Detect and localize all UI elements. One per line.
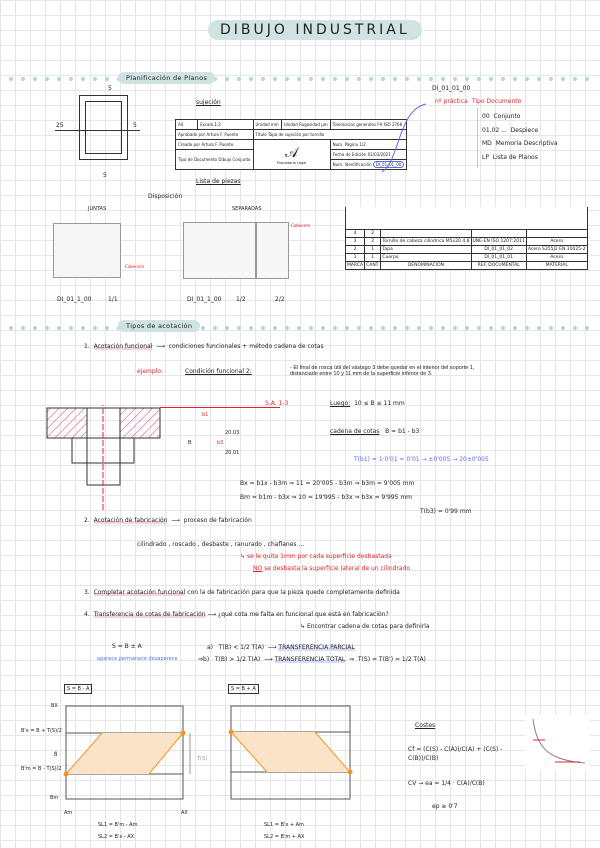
- tolerance-diagrams: [63, 705, 353, 800]
- axis-label: Am: [64, 810, 73, 816]
- axis-label: Bm: [50, 795, 59, 801]
- section-divider: [5, 77, 595, 81]
- juntas-label: JUNTAS: [88, 206, 107, 212]
- dim-right: 5: [133, 122, 137, 129]
- dim-left: 25: [56, 122, 64, 129]
- dim-bottom: 5: [103, 172, 107, 179]
- sheet-code: DI_01_1_00: [187, 296, 222, 303]
- thumbnail-juntas: [53, 223, 121, 278]
- frame-diagram: [79, 95, 128, 160]
- axis-label: B'm = B - T(S)/2: [21, 766, 62, 772]
- sa-line: [160, 407, 280, 408]
- ep-formula: ep ≥ 0'7: [432, 803, 458, 810]
- cf-formula: Cf = (C(S) - C(A))/C(A) + (C(S) - C(B))/…: [408, 746, 503, 762]
- sa-label: S.A. 1-3: [265, 400, 289, 407]
- sl-eq: SL2 = B'x - AX: [98, 834, 135, 840]
- note-2: NO se desbasta la superficie lateral de …: [253, 565, 411, 572]
- dim-line: [55, 130, 140, 131]
- formula-case-b: ⇒b) T(B) > 1/2 T(A) ⟶ TRANSFERENCIA TOTA…: [198, 656, 426, 663]
- cadena-eq: B = b1 - b3: [385, 428, 420, 435]
- sheet-page: 2/2: [275, 296, 285, 303]
- assembly-drawing: [46, 405, 161, 510]
- doc-types-list: 00 Conjunto 01,02 ... Despiece MD Memori…: [482, 113, 558, 161]
- tolerance-eq: T(b1) = 1·0'01 = 0'01 → ±0'005 → 20±0'00…: [354, 456, 489, 463]
- sl-eq: SL2 = B'm + AX: [264, 834, 305, 840]
- cv-formula: CV → ea = 1/4 · C(A)/C(B): [408, 780, 485, 787]
- note-1: ↳ se le quita 1mm por cada superficie de…: [240, 553, 392, 560]
- item-4: 4. Transferencia de cotas de fabricación…: [84, 611, 389, 618]
- costes-title: Costes: [415, 722, 436, 729]
- item-3: 3. Completar acotación funcional con la …: [84, 589, 400, 596]
- lista-piezas-label: Lista de piezas: [196, 178, 241, 185]
- page-title: DIBUJO INDUSTRIAL: [208, 20, 422, 40]
- luego-label: Luego:: [330, 400, 351, 407]
- diagram1-title: S = B - A: [64, 684, 93, 694]
- equation-1: Bx = b1x - b3m ⇒ 11 = 20'005 - b3m ⇒ b3m…: [240, 480, 415, 487]
- equation-2: Bm = b1m - b3x ⇒ 10 = 19'995 - b3x ⇒ b3x…: [240, 494, 413, 501]
- item-2: 2. Acotación de fabricación ⟶ proceso de…: [84, 517, 252, 524]
- formula: S = B ± A: [112, 643, 142, 650]
- cabecera-label-2: Cabecera: [291, 223, 310, 228]
- dim-top: 5: [108, 85, 112, 92]
- condicion-label: Condición funcional 2:: [185, 368, 252, 375]
- separadas-label: SEPARADAS: [232, 206, 262, 212]
- diagram2-title: S = B + A: [228, 684, 259, 694]
- thumbnail-separadas-1: [183, 222, 256, 279]
- equation-3: T(b3) = 0'99 mm: [420, 508, 472, 515]
- section-heading-tipos: Tipos de acotación: [118, 320, 201, 332]
- b1-label: b1: [202, 412, 209, 418]
- disposicion-label: Disposición: [148, 193, 183, 200]
- dim-label: 20.01: [225, 450, 240, 456]
- sujecion-label: sujeción: [196, 99, 221, 106]
- code-label-tipo: Tipo Documento: [472, 98, 522, 105]
- item-4-sub: ↳ Encontrar cadena de cotas para definir…: [300, 623, 430, 630]
- cost-curve-thumbnail: [525, 715, 590, 770]
- formula-case-a: a) T(B) < 1/2 T(A) ⟶ TRANSFERENCIA PARCI…: [207, 644, 355, 651]
- sheet-page: 1/1: [108, 296, 118, 303]
- ts-label: T(S): [197, 756, 208, 762]
- section-heading-planificacion: Planificación de Planos: [118, 72, 216, 84]
- condicion-text: - El final de rosca útil del vástago 3 d…: [290, 365, 475, 377]
- formula-labels: aparece permanece desaparece: [97, 656, 178, 662]
- luego-eq: 10 ≤ B ≤ 11 mm: [354, 400, 405, 407]
- section-divider: [5, 326, 595, 330]
- dim-label: 20.03: [225, 430, 240, 436]
- B-label: B: [188, 440, 192, 446]
- cabecera-label-1: Cabecera: [125, 264, 144, 269]
- axis-label: B'x = B + T(S)/2: [21, 728, 62, 734]
- b3-label: b3: [217, 440, 224, 446]
- processes: cilindrado , roscado , desbaste , ranura…: [137, 541, 305, 548]
- sl-eq: SL1 = B'x + Am: [264, 822, 304, 828]
- connector-curve: [381, 103, 427, 173]
- ejemplo-label: ejemplo:: [137, 368, 164, 375]
- axis-label: AX: [181, 810, 188, 816]
- frame-inner: [85, 101, 122, 154]
- item-1: 1. Acotación funcional ⟶ condiciones fun…: [84, 343, 324, 350]
- axis-label: B̄: [54, 752, 58, 758]
- doc-types-bar: [477, 108, 478, 168]
- cadena-label: cadena de cotas: [330, 428, 380, 435]
- sheet-page: 1/2: [236, 296, 246, 303]
- thumbnail-separadas-2: [256, 222, 289, 279]
- axis-label: BX: [51, 703, 58, 709]
- sheet-code: DI_01_1_00: [57, 296, 92, 303]
- code-label-practica: nº práctica: [435, 98, 468, 105]
- code-example: DI_01_01_00: [432, 85, 471, 92]
- sl-eq: SL1 = B'm - Am: [98, 822, 138, 828]
